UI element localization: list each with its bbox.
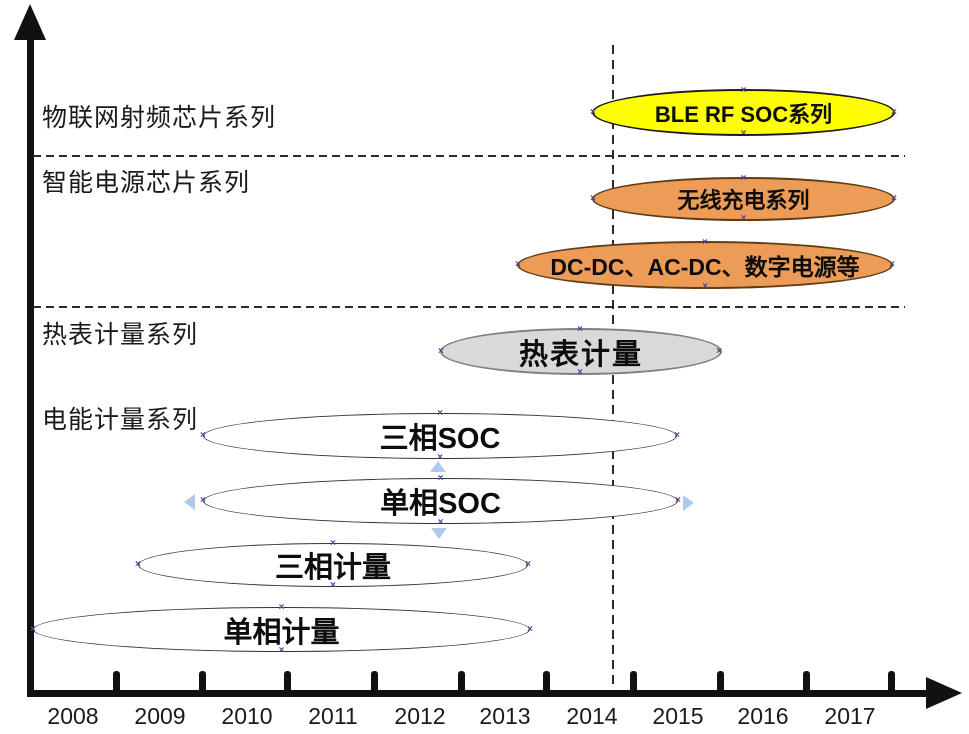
anchor-marker-icon: × xyxy=(891,106,897,118)
axis-year-label: 2012 xyxy=(394,703,446,729)
series-ellipse-label: 三相计量 xyxy=(274,552,391,584)
anchor-marker-icon: × xyxy=(438,345,446,357)
axis-year-label: 2009 xyxy=(134,703,186,729)
category-label-heat-meter: 热表计量系列 xyxy=(42,321,199,349)
y-axis-arrowhead-icon xyxy=(14,4,46,40)
series-ellipse-label: 无线充电系列 xyxy=(677,188,810,213)
x-axis xyxy=(27,690,930,697)
anchor-marker-icon: × xyxy=(702,281,708,292)
anchor-marker-icon: × xyxy=(515,259,521,270)
category-separator-line xyxy=(33,155,905,157)
axis-year-label: 2014 xyxy=(566,703,618,729)
nav-arrow-up-icon[interactable] xyxy=(430,461,446,472)
axis-tick xyxy=(199,671,206,691)
series-ellipse-wireless-charge[interactable]: 无线充电系列 ×××× xyxy=(590,174,897,224)
anchor-marker-icon: × xyxy=(200,495,206,506)
series-ellipse-ble-rf-soc[interactable]: BLE RF SOC系列 × × × × xyxy=(590,85,897,139)
series-ellipse-three-phase-soc[interactable]: 三相SOC ×××× xyxy=(200,409,680,463)
anchor-marker-icon: × xyxy=(200,430,206,441)
category-label-iot-rf: 物联网射频芯片系列 xyxy=(42,104,277,132)
axis-year-label: 2011 xyxy=(308,703,358,729)
anchor-marker-icon: × xyxy=(702,237,708,248)
x-axis-arrowhead-icon xyxy=(926,677,962,709)
axis-tick xyxy=(888,671,895,691)
series-ellipse-label: 三相SOC xyxy=(379,423,501,455)
anchor-marker-icon: × xyxy=(525,559,531,570)
anchor-marker-icon: × xyxy=(740,128,747,139)
axis-tick xyxy=(371,671,378,691)
series-ellipse-dcdc-acdc[interactable]: DC-DC、AC-DC、数字电源等 × × × × xyxy=(515,237,895,292)
category-separator-line xyxy=(33,306,905,308)
axis-tick xyxy=(630,671,637,691)
axis-year-label: 2017 xyxy=(824,703,876,729)
axis-tick xyxy=(284,671,291,691)
axis-tick xyxy=(113,671,120,691)
anchor-marker-icon: × xyxy=(590,106,596,118)
anchor-marker-icon: × xyxy=(527,623,533,635)
category-label-smart-power: 智能电源芯片系列 xyxy=(42,169,251,197)
series-ellipse-label: BLE RF SOC系列 xyxy=(654,101,833,127)
anchor-marker-icon: × xyxy=(891,193,897,204)
anchor-marker-icon: × xyxy=(674,430,680,441)
axis-tick xyxy=(458,671,465,691)
nav-arrow-right-icon[interactable] xyxy=(683,495,694,511)
axis-year-label: 2010 xyxy=(221,703,273,729)
series-ellipse-label: 热表计量 xyxy=(518,338,643,371)
series-ellipse-single-phase-meter[interactable]: 单相计量 ×××× xyxy=(30,603,533,656)
anchor-marker-icon: × xyxy=(675,495,681,506)
series-ellipse-single-phase-soc[interactable]: 单相SOC ×××× xyxy=(200,474,681,528)
anchor-marker-icon: × xyxy=(740,213,747,224)
anchor-marker-icon: × xyxy=(590,193,596,204)
series-ellipse-heat-meter[interactable]: 热表计量 ×××× xyxy=(438,325,724,378)
axis-year-label: 2015 xyxy=(652,703,704,729)
anchor-marker-icon: × xyxy=(716,345,724,357)
series-ellipse-label: DC-DC、AC-DC、数字电源等 xyxy=(550,254,860,280)
nav-arrow-down-icon[interactable] xyxy=(431,528,447,539)
axis-year-label: 2008 xyxy=(47,703,99,729)
axis-year-label: 2013 xyxy=(479,703,531,729)
nav-arrow-left-icon[interactable] xyxy=(184,494,195,510)
series-ellipse-label: 单相SOC xyxy=(380,488,501,520)
series-ellipse-three-phase-meter[interactable]: 三相计量 ×××× xyxy=(135,539,531,591)
anchor-marker-icon: × xyxy=(740,85,747,96)
axis-tick xyxy=(543,671,550,691)
category-label-energy-meter: 电能计量系列 xyxy=(42,406,199,434)
axis-tick xyxy=(717,671,724,691)
series-ellipse-label: 单相计量 xyxy=(223,616,340,649)
anchor-marker-icon: × xyxy=(889,259,895,270)
anchor-marker-icon: × xyxy=(135,559,141,570)
axis-tick xyxy=(803,671,810,691)
y-axis xyxy=(27,30,34,697)
axis-year-label: 2016 xyxy=(737,703,789,729)
